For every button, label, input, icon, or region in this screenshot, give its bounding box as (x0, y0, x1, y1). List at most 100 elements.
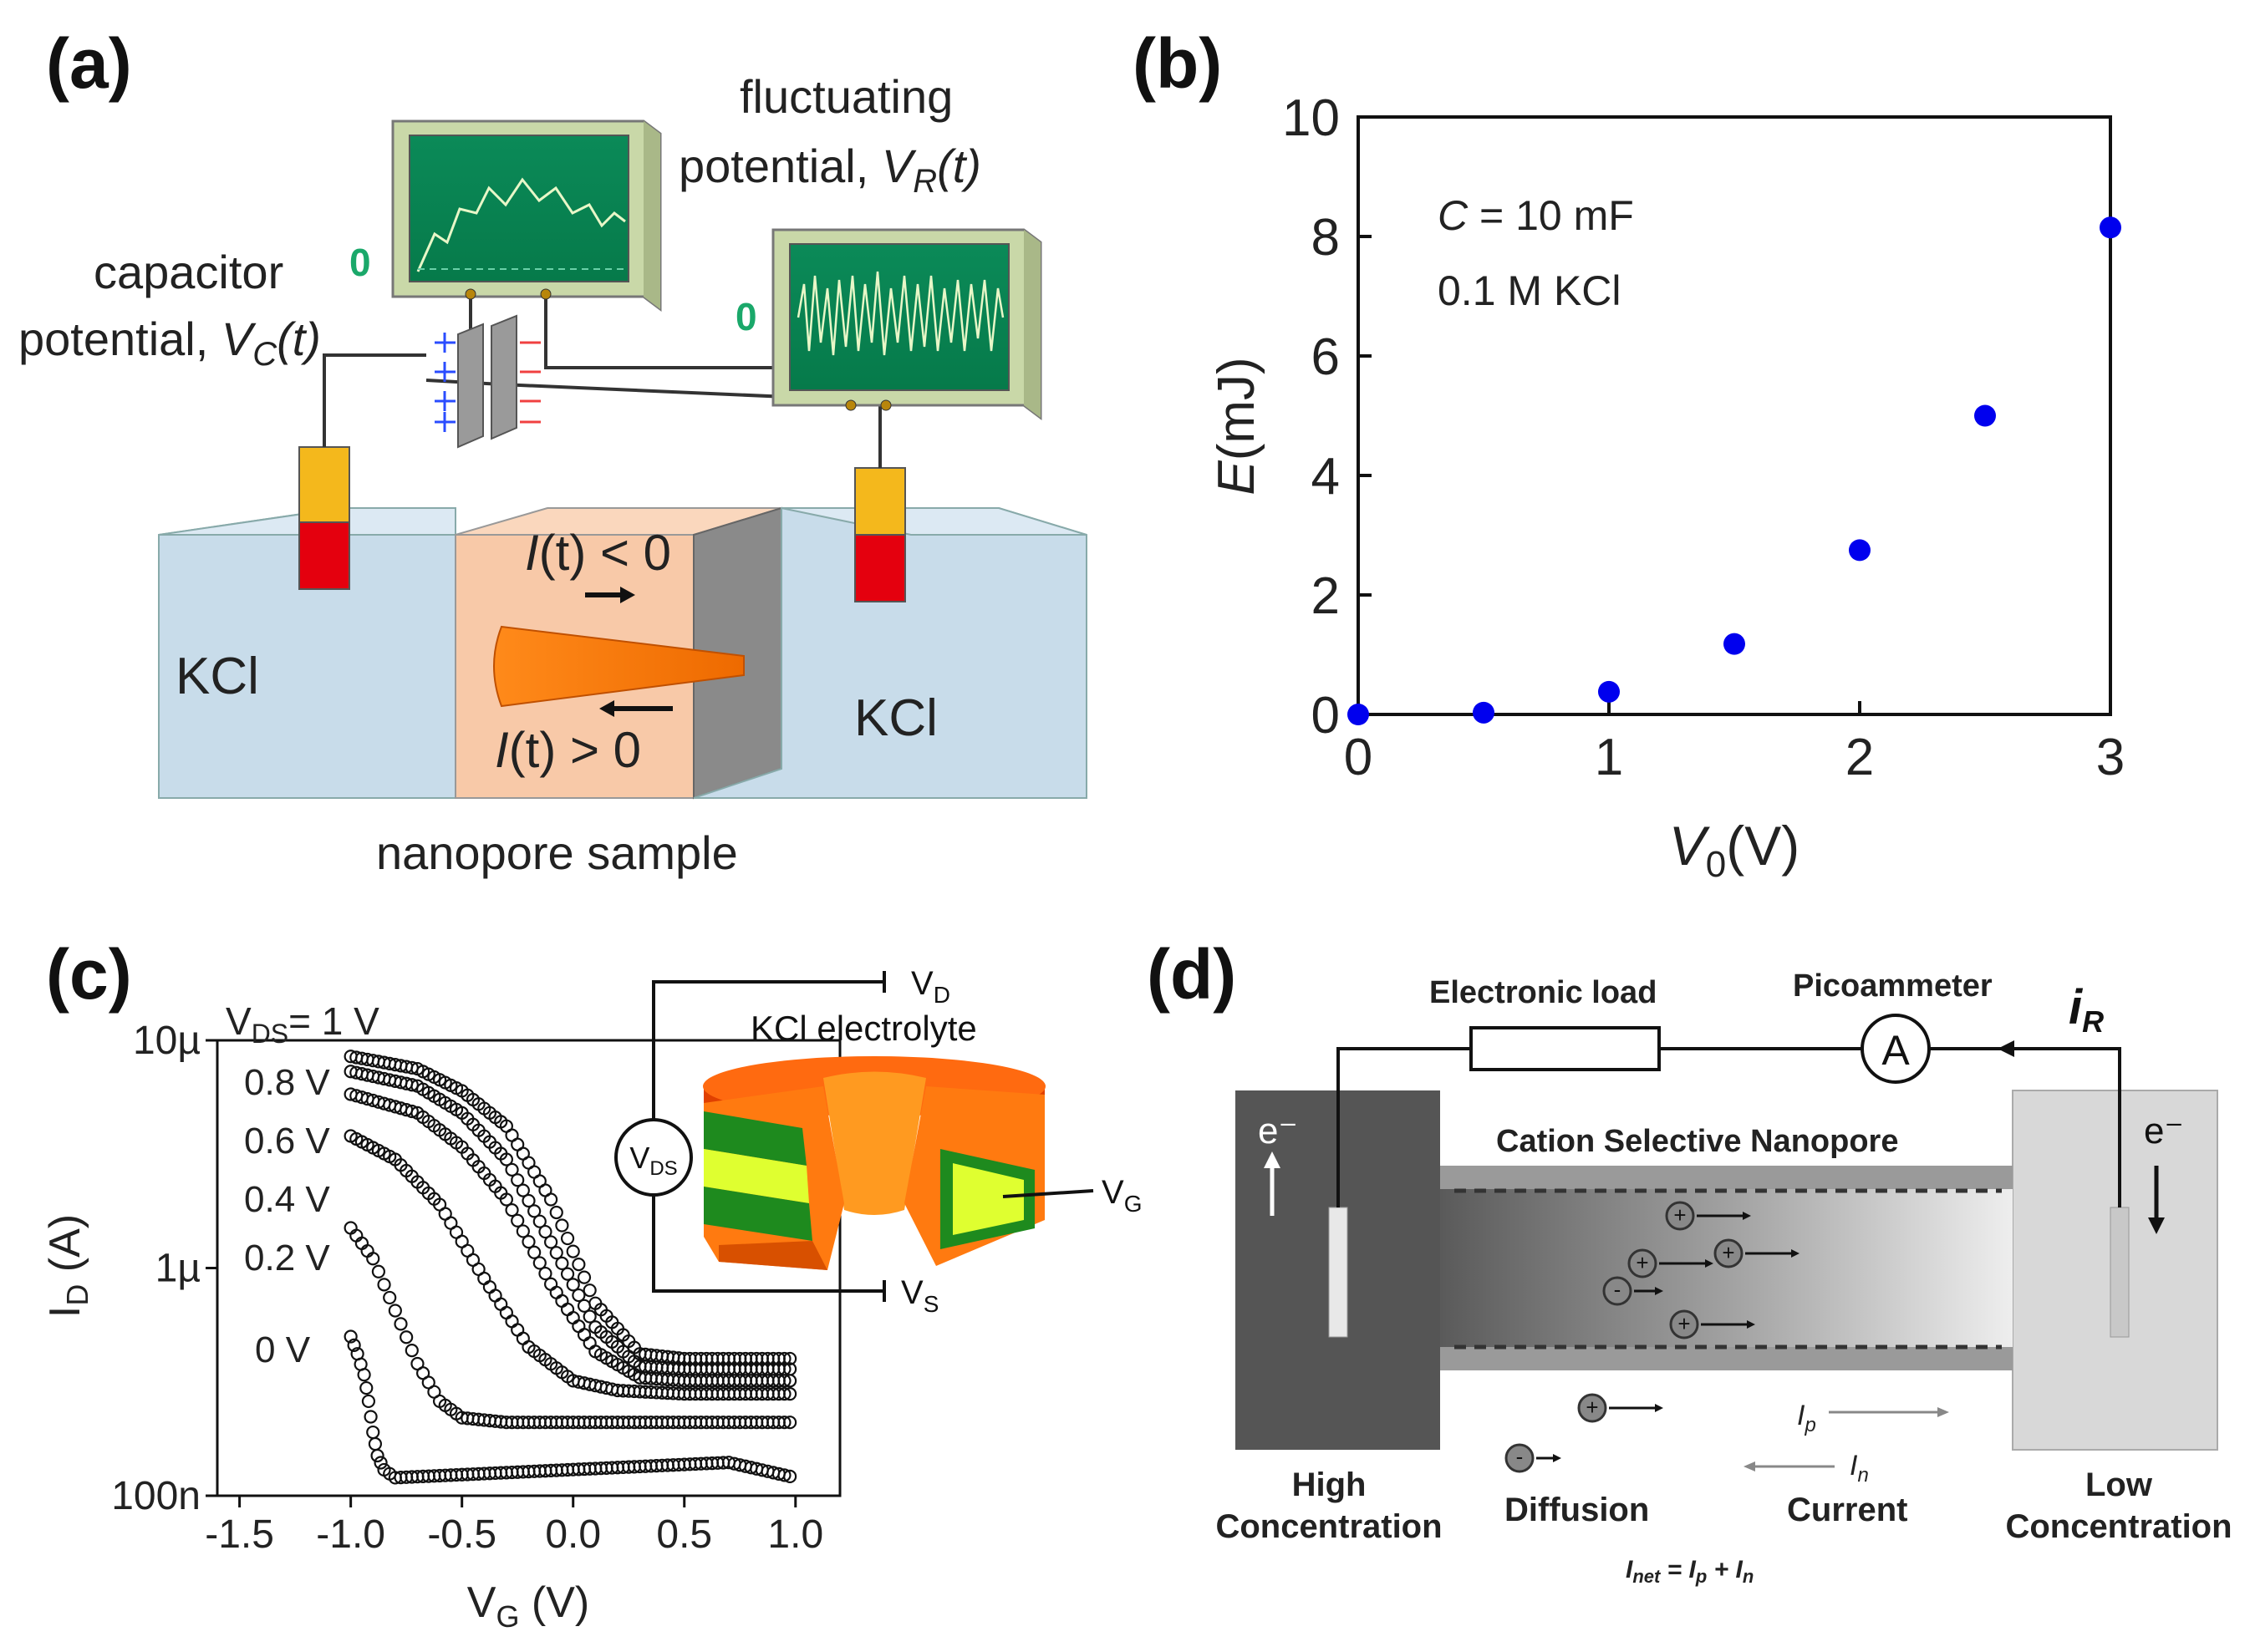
data-point (371, 1264, 386, 1278)
data-point (366, 1425, 380, 1440)
high-conc-line2: Concentration (1215, 1508, 1442, 1545)
y-tick-label: 6 (1311, 328, 1340, 386)
oscilloscope-right (771, 228, 1042, 420)
x-tick-label: 3 (2096, 729, 2125, 786)
cation-icon: + (1627, 1248, 1713, 1278)
inset-title: KCl electrolyte (751, 1009, 977, 1048)
x-tick-label: 1.0 (767, 1512, 823, 1557)
channel-wall-bottom (1440, 1347, 2013, 1370)
data-point (544, 1277, 558, 1291)
ammeter-symbol: A (1881, 1027, 1910, 1074)
y-tick-label: 1µ (155, 1247, 201, 1291)
inset-vd: VD (911, 965, 950, 1008)
svg-text:+: + (1636, 1250, 1648, 1275)
svg-text:+: + (1586, 1395, 1598, 1420)
data-point (405, 1078, 419, 1092)
data-point (577, 1299, 592, 1313)
x-tick-label: -1.5 (205, 1512, 274, 1557)
channel-wall-top (1440, 1166, 2013, 1189)
annotation-capacitance: C = 10 mF (1438, 192, 1634, 239)
data-point (783, 1469, 797, 1484)
data-point (1974, 404, 1996, 427)
x-tick-label: -1.0 (316, 1512, 385, 1557)
data-point (532, 1256, 547, 1270)
data-point (583, 1336, 597, 1350)
inet-formula: Inet = Ip + In (1626, 1556, 1754, 1587)
diffusion-anion-icon: - (1504, 1443, 1561, 1473)
data-point (357, 1368, 371, 1382)
data-point (560, 1267, 575, 1281)
electronic-load-label: Electronic load (1429, 975, 1657, 1010)
data-point (560, 1231, 575, 1246)
data-point (499, 1152, 513, 1167)
y-tick-label: 10 (1282, 89, 1340, 147)
data-point (527, 1204, 542, 1218)
panel-a-schematic: 0 0 fluctuating potential, VR(t) capacit… (18, 70, 1087, 879)
data-point (538, 1266, 552, 1281)
curve-label-0-2: 0.2 V (244, 1238, 330, 1278)
plot-b-frame (1357, 115, 2112, 716)
electrode-right (854, 418, 906, 602)
electronic-load-resistor (1469, 1026, 1661, 1071)
data-point (583, 1283, 597, 1298)
data-point (1473, 701, 1494, 724)
nanopore-title: Cation Selective Nanopore (1496, 1124, 1898, 1159)
data-point (549, 1246, 563, 1260)
electrode-low (2110, 1207, 2130, 1338)
diffusion-label: Diffusion (1504, 1492, 1649, 1528)
data-point (499, 1305, 513, 1320)
curve-label-0-6: 0.6 V (244, 1121, 330, 1161)
data-point (505, 1162, 519, 1177)
data-point (344, 1329, 358, 1344)
data-point (1347, 704, 1369, 725)
data-point (364, 1410, 378, 1424)
y-tick-label: 100n (111, 1474, 201, 1518)
data-point (505, 1314, 519, 1329)
data-point (777, 1351, 792, 1366)
data-point (555, 1256, 569, 1271)
data-point (555, 1294, 569, 1308)
panel-label-d: (d) (1147, 935, 1236, 1014)
data-point (516, 1224, 530, 1238)
data-point (572, 1288, 586, 1303)
data-point (544, 1192, 558, 1207)
inset-vds: VDS (629, 1141, 677, 1180)
data-point (366, 1252, 380, 1266)
y-tick-label: 8 (1311, 209, 1340, 267)
kcl-label-right: KCl (854, 689, 938, 747)
In-label: In (1850, 1450, 1869, 1487)
plot-c-ylabel: ID (A) (41, 1214, 94, 1318)
zero-label-right: 0 (736, 295, 757, 338)
data-point (777, 1387, 792, 1401)
data-point (405, 1344, 419, 1358)
data-point (505, 1203, 519, 1217)
data-point (511, 1213, 525, 1228)
cation-icon: + (1669, 1309, 1755, 1339)
kcl-label-left: KCl (176, 648, 259, 705)
inset-vg: VG (1102, 1174, 1142, 1217)
arrow-left-icon (599, 700, 673, 717)
plot-c-points (344, 1050, 797, 1485)
data-point (777, 1374, 792, 1388)
y-tick-label: 4 (1311, 448, 1340, 506)
x-tick-label: -0.5 (427, 1512, 496, 1557)
annotation-concentration: 0.1 M KCl (1438, 267, 1621, 314)
data-point (347, 1338, 361, 1352)
cation-icon: + (1713, 1238, 1799, 1268)
data-point (527, 1245, 542, 1259)
data-point (370, 1448, 384, 1463)
plot-b-ylabel: E(mJ) (1208, 357, 1265, 495)
data-point (511, 1323, 525, 1337)
svg-text:+: + (1673, 1202, 1686, 1228)
Ip-arrow-icon (1829, 1407, 1949, 1417)
x-tick-label: 0 (1344, 729, 1372, 786)
data-point (522, 1193, 536, 1208)
capacitor (435, 314, 541, 449)
data-point (522, 1235, 536, 1249)
inset-vs: VS (901, 1274, 939, 1317)
curve-label-0: 0 V (255, 1329, 311, 1370)
data-point (560, 1302, 575, 1317)
fet-inset: VDS VD VS VG KCl electrolyte (614, 965, 1142, 1317)
